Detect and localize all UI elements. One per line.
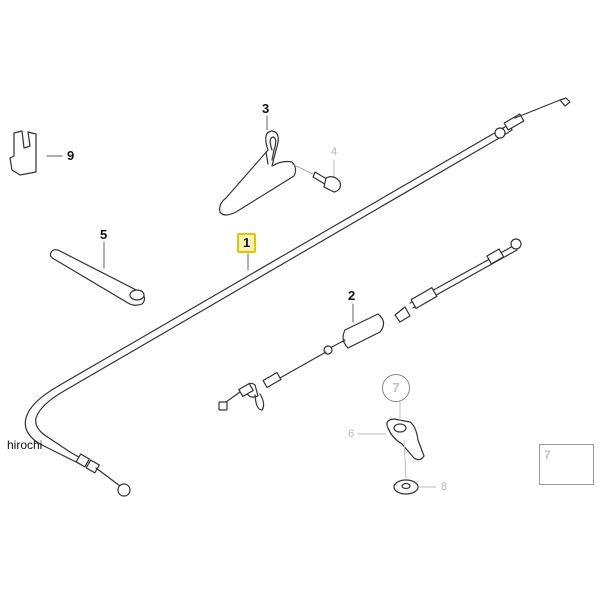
inset-box-7-label: 7 [544,448,551,462]
callout-7-circled[interactable]: 7 [382,374,410,402]
part-8-nut [393,479,419,495]
inset-box-7[interactable]: 7 [539,444,594,485]
callout-2[interactable]: 2 [348,288,356,303]
part-6-bracket [386,418,425,461]
part-5-lever [49,249,146,306]
callout-9[interactable]: 9 [67,148,75,163]
watermark-text: hirochi [7,438,43,452]
callout-3[interactable]: 3 [262,101,270,116]
callout-1[interactable]: 1 [237,233,257,253]
part-9-clip [9,130,37,176]
part-3-wire-clip [219,130,297,216]
part-1-long-cable [24,97,571,497]
part-2-cable [218,238,522,411]
callout-5[interactable]: 5 [100,227,108,242]
callout-4[interactable]: 4 [331,146,338,158]
callout-6[interactable]: 6 [348,428,355,440]
part-4-screw [291,163,341,193]
callout-8[interactable]: 8 [441,481,448,493]
